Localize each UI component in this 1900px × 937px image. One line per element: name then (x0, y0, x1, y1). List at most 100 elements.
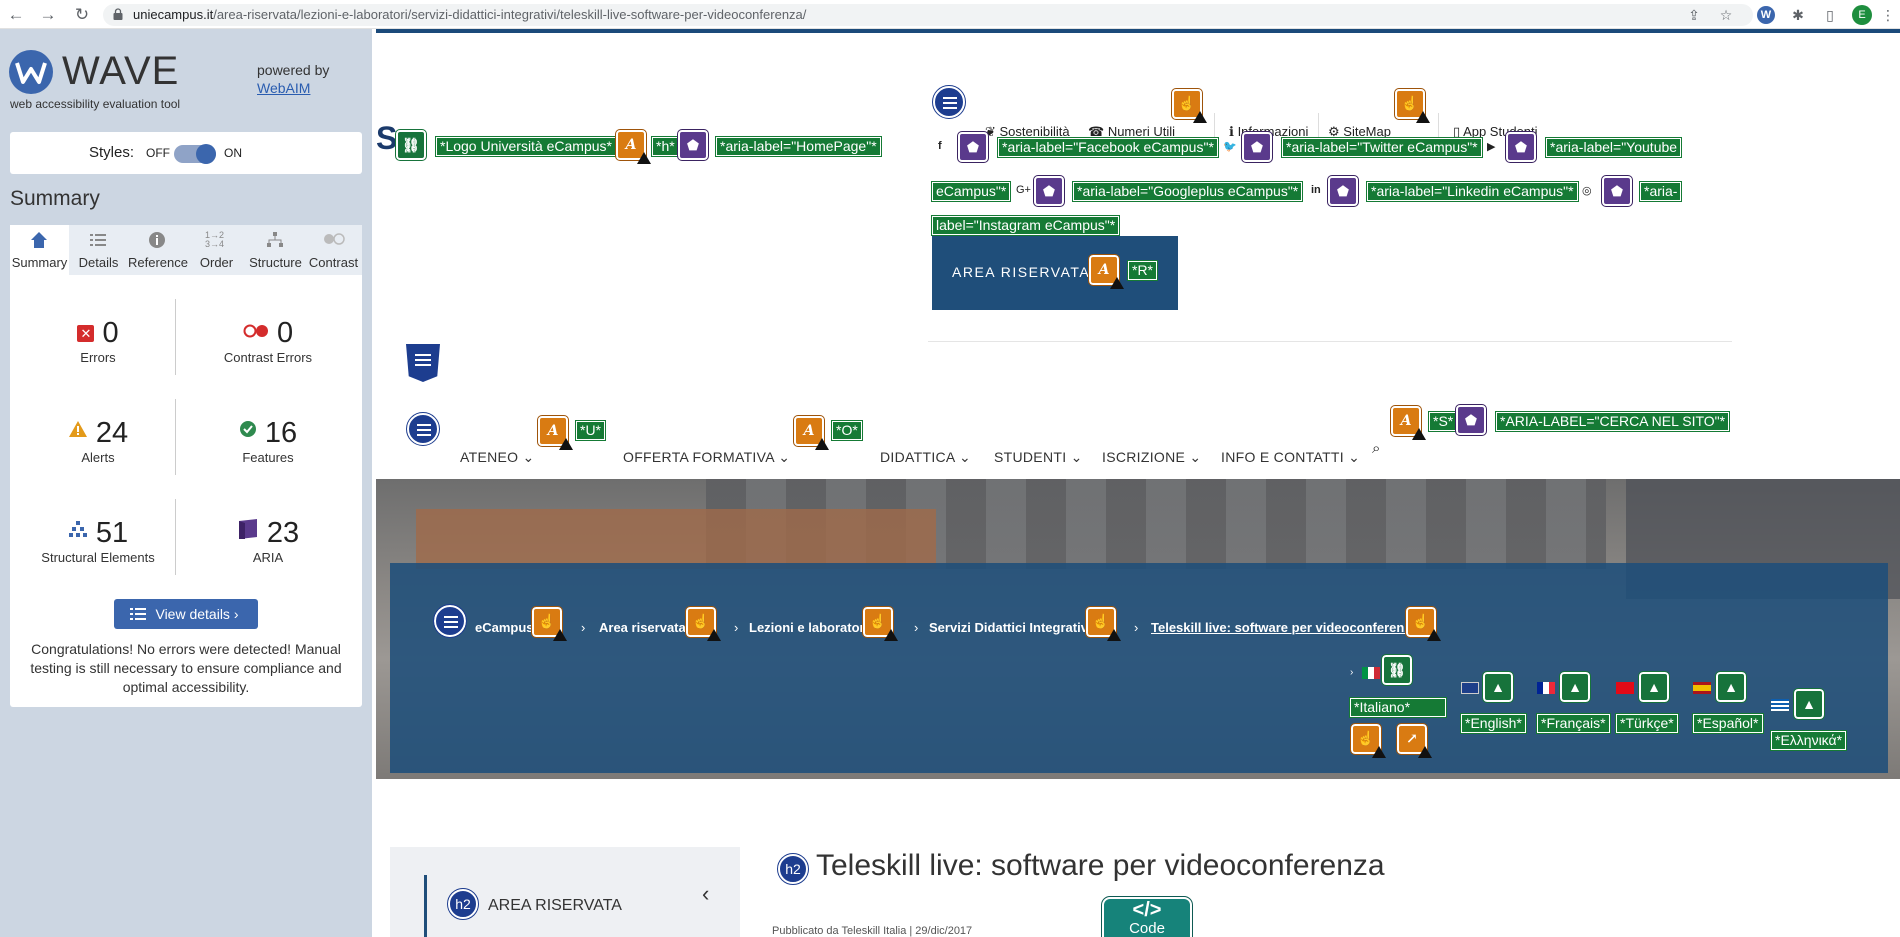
view-details-label: View details › (155, 606, 239, 622)
linkedin-tag: *aria-label="Linkedin eCampus"* (1366, 181, 1579, 202)
top-stripe (376, 29, 1900, 33)
aria-count: 23 (266, 517, 300, 549)
sidepanel-icon[interactable]: ▯ (1826, 6, 1834, 23)
back-icon[interactable]: ← (7, 5, 25, 24)
divider (175, 499, 176, 575)
aria-tag-icon: ⬟ (1601, 175, 1633, 207)
sidebar-heading: AREA RISERVATA (488, 897, 622, 914)
sostenibilita-link[interactable]: ❦ Sostenibilità (985, 124, 1070, 139)
styles-card: Styles: OFF ON (10, 132, 362, 174)
turkce-tag[interactable]: *Türkçe* (1615, 713, 1679, 734)
area-riservata-sidebar: h2 AREA RISERVATA ‹ (390, 847, 740, 937)
sitemap-link[interactable]: ⚙ SiteMap (1328, 124, 1391, 139)
tab-details[interactable]: Details (69, 225, 128, 275)
nav-studenti[interactable]: STUDENTI ⌄ (994, 449, 1083, 465)
search-icon[interactable]: ⌕ (1372, 440, 1381, 457)
profile-avatar[interactable]: E (1852, 5, 1872, 25)
reload-icon[interactable]: ↻ (74, 5, 90, 24)
wave-extension-icon[interactable]: W (1756, 5, 1776, 25)
list-structure-icon (406, 412, 440, 446)
menu-icon[interactable]: ⋮ (1881, 6, 1895, 23)
star-icon[interactable]: ☆ (1719, 6, 1733, 23)
alert-icon: A (615, 129, 651, 164)
tap-target-alert-icon: ☝ (1405, 606, 1441, 641)
url-path: /area-riservata/lezioni-e-laboratori/ser… (213, 7, 807, 22)
congrats-message: Congratulations! No errors were detected… (30, 641, 342, 695)
contrast-errors-stat: 0 Contrast Errors (188, 317, 348, 365)
googleplus-tag: *aria-label="Googleplus eCampus"* (1071, 181, 1304, 202)
webaim-link[interactable]: WebAIM (257, 80, 311, 96)
list-icon (130, 608, 146, 620)
article-title: Teleskill live: software per videoconfer… (816, 849, 1385, 882)
breadcrumb-lezioni[interactable]: Lezioni e laboratori (749, 620, 869, 635)
breadcrumb-separator: › (734, 620, 739, 635)
tab-reference[interactable]: Reference (128, 225, 188, 275)
errors-stat: ✕ 0 Errors (30, 317, 166, 365)
espanol-tag[interactable]: *Español* (1692, 713, 1764, 734)
browser-toolbar: ← → ↻ uniecampus.it/area-riservata/lezio… (0, 0, 1900, 29)
youtube-tag-b: eCampus"* (930, 181, 1012, 202)
nav-iscrizione[interactable]: ISCRIZIONE ⌄ (1102, 449, 1202, 465)
googleplus-icon[interactable]: G+ (1016, 184, 1031, 196)
image-icon: ▲ (1638, 671, 1670, 703)
italiano-tag[interactable]: *Italiano* (1349, 697, 1447, 718)
nav-didattica[interactable]: DIDATTICA ⌄ (880, 449, 972, 465)
image-icon: ▲ (1482, 671, 1514, 703)
published-meta: Pubblicato da Teleskill Italia | 29/dic/… (772, 925, 973, 937)
extensions-icon[interactable]: ✱ (1792, 6, 1804, 23)
image-icon: ▲ (1559, 671, 1591, 703)
greek-tag[interactable]: *Ελληνικά* (1769, 730, 1848, 751)
youtube-icon[interactable]: ▶ (1487, 141, 1496, 153)
chevron-left-icon[interactable]: ‹ (702, 881, 710, 906)
tab-contrast[interactable]: Contrast (305, 225, 362, 275)
tab-details-label: Details (78, 255, 119, 270)
linkedin-icon[interactable]: in (1311, 184, 1321, 196)
breadcrumb-current[interactable]: Teleskill live: software per videoconfer… (1151, 620, 1419, 635)
h-tag: *h* (651, 136, 680, 157)
forward-icon[interactable]: → (39, 5, 57, 24)
contrast-errors-label: Contrast Errors (223, 350, 313, 365)
share-icon[interactable]: ⇪ (1688, 6, 1700, 23)
view-details-button[interactable]: View details › (114, 599, 258, 629)
lock-icon (113, 8, 123, 20)
divider (1438, 113, 1439, 149)
contrast-error-icon (243, 324, 268, 338)
logo-fragment[interactable]: S (376, 120, 398, 156)
tab-structure[interactable]: Structure (246, 225, 305, 275)
breadcrumb-area-riservata[interactable]: Area riservata (599, 620, 686, 635)
alerts-label: Alerts (81, 450, 115, 465)
aria-tag-icon: ⬟ (677, 129, 709, 161)
code-icon: </> (1132, 899, 1162, 921)
tap-target-alert-icon: ☝ (862, 606, 898, 641)
address-bar[interactable]: uniecampus.it/area-riservata/lezioni-e-l… (103, 4, 1753, 26)
twitter-icon[interactable]: 🐦 (1223, 141, 1237, 153)
tap-target-alert-icon: ☝ (1171, 88, 1207, 123)
breadcrumb-ecampus[interactable]: eCampus (475, 620, 534, 635)
structural-stat: 51 Structural Elements (30, 517, 166, 565)
language-arrow-icon: › (1350, 667, 1354, 678)
homepage-tag: *aria-label="HomePage"* (715, 136, 882, 157)
tab-summary[interactable]: Summary (10, 225, 69, 275)
nav-offerta-formativa[interactable]: OFFERTA FORMATIVA ⌄ (623, 449, 791, 465)
tab-reference-label: Reference (128, 255, 188, 270)
instagram-icon[interactable]: ◎ (1582, 185, 1592, 197)
facebook-icon[interactable]: f (938, 140, 942, 152)
numeri-utili-link[interactable]: ☎ Numeri Utili (1088, 124, 1175, 139)
tap-target-alert-icon: ☝ (531, 606, 567, 641)
logo-alt-tag: *Logo Università eCampus* (435, 136, 617, 157)
features-stat: 16 Features (188, 417, 348, 465)
nav-ateneo[interactable]: ATENEO ⌄ (460, 449, 535, 465)
tap-target-alert-icon: ☝ (1394, 88, 1430, 123)
image-icon: ▲ (1793, 688, 1825, 720)
breadcrumb-separator: › (1134, 620, 1139, 635)
styles-toggle[interactable] (174, 144, 216, 164)
nav-info-contatti[interactable]: INFO E CONTATTI ⌄ (1221, 449, 1361, 465)
breadcrumb-servizi[interactable]: Servizi Didattici Integrativi (929, 620, 1092, 635)
image-icon: ▲ (1715, 671, 1747, 703)
tap-target-alert-icon: ☝ (1350, 723, 1386, 758)
francais-tag[interactable]: *Français* (1536, 713, 1611, 734)
english-tag[interactable]: *English* (1460, 713, 1527, 734)
